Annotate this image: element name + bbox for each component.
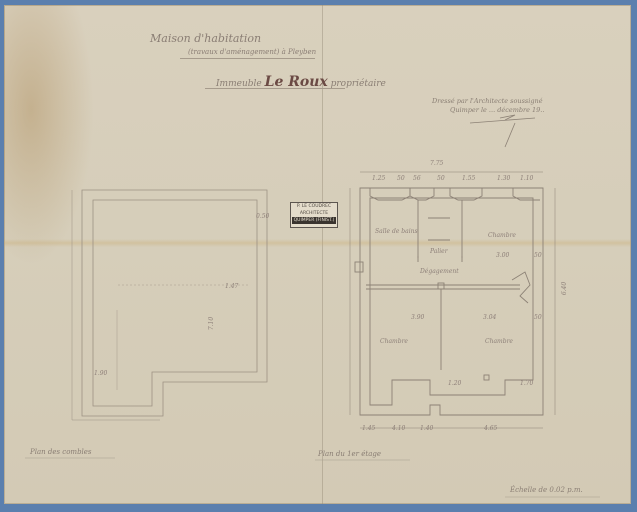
bottom-dim-1: 1.20: [448, 380, 462, 387]
room-label-chambre-2: Chambre: [380, 338, 408, 345]
area-dim-3: 3.04: [483, 314, 497, 321]
left-plan-dim-2: 1.47: [225, 283, 239, 290]
left-plan-dim-1: 0.50: [256, 213, 270, 220]
architect-stamp: P. LE COUDREC ARCHITECTE QUIMPER (FINIST…: [290, 202, 338, 228]
right-plan-outline: [349, 171, 556, 429]
overall-bottom-1: 1.45: [362, 425, 376, 432]
room-label-palier: Palier: [430, 248, 448, 255]
top-dim-1: 1.25: [372, 175, 386, 182]
right-dim-2: 50: [534, 314, 542, 321]
room-label-chambre-1: Chambre: [488, 232, 516, 239]
left-plan-dim-3: 7.10: [208, 316, 216, 331]
owner-prefix: Immeuble: [216, 79, 262, 89]
top-dim-2: 50: [397, 175, 405, 182]
document-title: Maison d'habitation: [150, 32, 262, 45]
left-plan-outline: [71, 189, 268, 421]
top-dim-4: 50: [437, 175, 445, 182]
approval-line1: Dressé par l'Architecte soussigné: [432, 97, 543, 105]
signature-mark: [469, 114, 536, 148]
left-plan-dim-4: 1.90: [94, 370, 108, 377]
room-label-bath: Salle de bains: [375, 228, 418, 235]
horizontal-fold: [4, 239, 631, 247]
right-plan-caption: Plan du 1er étage: [318, 450, 381, 458]
stamp-name: P. LE COUDREC: [296, 204, 332, 209]
owner-line: Immeuble Le Roux propriétaire: [216, 74, 386, 90]
top-dim-3: 56: [413, 175, 421, 182]
overall-bottom-3: 1.40: [420, 425, 434, 432]
vertical-fold: [322, 5, 323, 504]
overall-bottom-2: 4.10: [392, 425, 406, 432]
top-dim-7: 1.10: [520, 175, 534, 182]
overall-bottom-4: 4.65: [484, 425, 498, 432]
left-plan-caption: Plan des combles: [30, 448, 92, 456]
owner-name: Le Roux: [264, 74, 328, 90]
stamp-city: QUIMPER (FINIST.): [291, 217, 337, 224]
owner-suffix: propriétaire: [330, 79, 386, 89]
top-dim-6: 1.30: [497, 175, 511, 182]
stamp-role: ARCHITECTE: [299, 211, 329, 216]
overall-width-dim: 7.75: [430, 160, 444, 167]
area-dim-1: 3.00: [496, 252, 510, 259]
room-label-chambre-3: Chambre: [485, 338, 513, 345]
right-dim-3: 6.40: [561, 281, 569, 296]
room-label-degagement: Dégagement: [420, 268, 459, 275]
bottom-dim-2: 1.70: [520, 380, 534, 387]
right-dim-1: 50: [534, 252, 542, 259]
approval-line2: Quimper le ... décembre 19..: [450, 106, 545, 114]
top-dim-5: 1.55: [462, 175, 476, 182]
scale-caption: Échelle de 0.02 p.m.: [510, 486, 583, 494]
document-subtitle: (travaux d'aménagement) à Pleyben: [188, 48, 317, 56]
area-dim-2: 3.90: [411, 314, 425, 321]
title-underline: [180, 58, 315, 59]
owner-underline: [205, 88, 345, 89]
